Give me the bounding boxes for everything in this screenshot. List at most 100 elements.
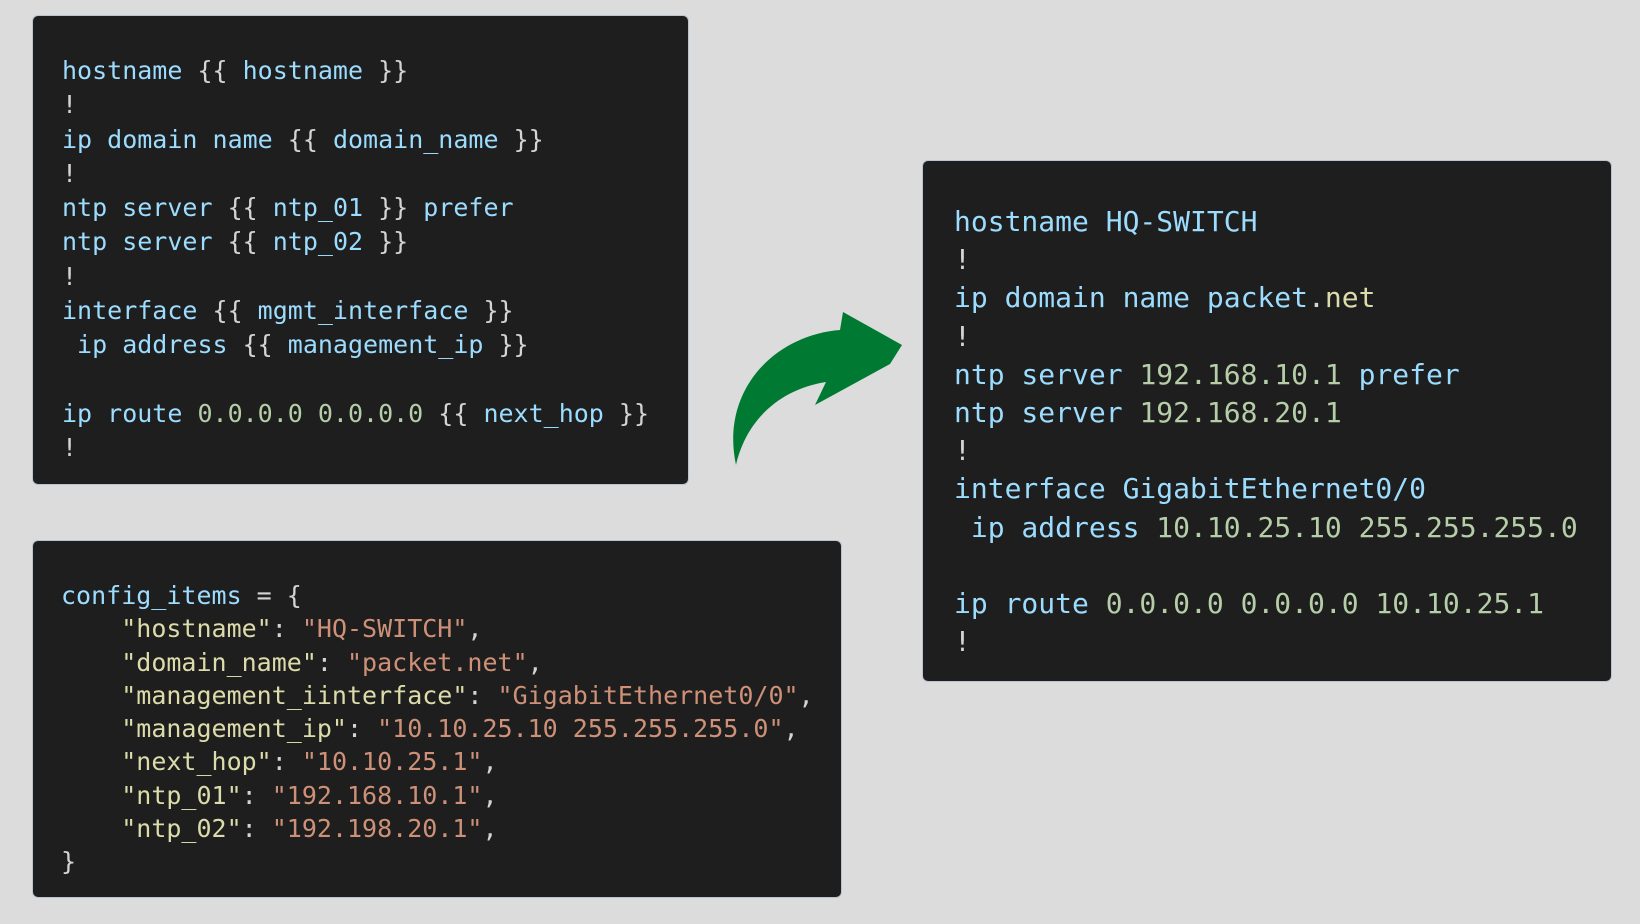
- code-token: mgmt_interface: [257, 296, 469, 326]
- code-token: prefer: [1341, 357, 1460, 391]
- code-token: ntp server: [954, 395, 1140, 429]
- code-token: 10.10.25.10 255.255.255.0: [1156, 510, 1578, 544]
- code-token: hostname: [62, 56, 198, 85]
- code-line: !: [954, 241, 1578, 279]
- code-token: {{: [227, 193, 273, 223]
- code-token: !: [62, 158, 78, 188]
- code-token: interface: [62, 296, 213, 326]
- code-token: }}: [363, 227, 409, 257]
- code-line: }: [61, 845, 814, 878]
- code-line: ip address {{ management_ip }}: [62, 328, 649, 362]
- code-line: hostname {{ hostname }}: [62, 54, 649, 88]
- code-token: "10.10.25.1": [301, 747, 483, 777]
- code-line: [954, 547, 1578, 585]
- code-token: "management_ip": [121, 714, 347, 744]
- code-token: :: [467, 680, 498, 710]
- code-token: config_items: [61, 581, 242, 610]
- code-token: management_ip: [287, 330, 484, 360]
- code-token: ntp_01: [272, 193, 364, 223]
- code-token: {{: [212, 296, 258, 326]
- code-line: ntp server 192.168.20.1: [954, 394, 1578, 432]
- code-token: "next_hop": [121, 747, 272, 777]
- code-line: "ntp_01": "192.168.10.1",: [61, 779, 814, 812]
- config-variables-panel: config_items = { "hostname": "HQ-SWITCH"…: [32, 540, 842, 898]
- code-token: !: [62, 90, 78, 120]
- code-line: "next_hop": "10.10.25.1",: [61, 745, 814, 778]
- code-token: ip address: [62, 330, 243, 360]
- template-code: hostname {{ hostname }}!ip domain name {…: [62, 54, 649, 466]
- code-token: !: [954, 243, 971, 277]
- code-line: "management_ip": "10.10.25.10 255.255.25…: [61, 712, 814, 745]
- jinja-template-panel: hostname {{ hostname }}!ip domain name {…: [32, 15, 689, 485]
- code-token: {{: [227, 227, 273, 257]
- code-token: 192.168.10.1: [1139, 357, 1342, 391]
- code-token: [61, 747, 121, 776]
- code-line: ip route 0.0.0.0 0.0.0.0 10.10.25.1: [954, 585, 1578, 623]
- curved-arrow-icon: [733, 312, 902, 465]
- code-line: ip domain name {{ domain_name }}: [62, 123, 649, 157]
- code-token: "hostname": [121, 614, 272, 644]
- code-token: :: [347, 714, 378, 744]
- code-line: !: [62, 157, 649, 191]
- code-token: !: [62, 433, 78, 463]
- code-token: [61, 781, 121, 810]
- code-token: }}: [363, 193, 424, 223]
- code-token: ip domain name: [62, 124, 288, 154]
- code-line: !: [62, 431, 649, 465]
- code-token: ntp server: [954, 357, 1140, 391]
- code-token: {{: [438, 398, 484, 428]
- code-token: ip address: [954, 510, 1157, 544]
- code-token: ip route: [62, 398, 198, 428]
- code-token: 0.0.0.0 0.0.0.0 10.10.25.1: [1105, 586, 1545, 620]
- code-token: [61, 681, 121, 710]
- code-token: }}: [363, 56, 409, 85]
- code-token: ,: [482, 747, 498, 777]
- code-token: "packet.net": [347, 647, 528, 677]
- code-token: "ntp_02": [121, 814, 242, 844]
- code-line: !: [954, 623, 1578, 661]
- arrow-body: [733, 312, 902, 465]
- code-token: :: [316, 647, 347, 677]
- code-line: !: [62, 88, 649, 122]
- code-line: ntp server 192.168.10.1 prefer: [954, 356, 1578, 394]
- code-line: interface GigabitEthernet0/0: [954, 470, 1578, 508]
- code-token: [61, 648, 121, 677]
- code-token: }}: [603, 398, 650, 428]
- code-token: ,: [482, 780, 498, 810]
- code-line: !: [954, 432, 1578, 470]
- code-line: hostname HQ-SWITCH: [954, 203, 1578, 241]
- code-token: :: [241, 780, 272, 810]
- code-token: :: [241, 814, 272, 844]
- code-line: "ntp_02": "192.198.20.1",: [61, 812, 814, 845]
- code-token: hostname HQ-SWITCH: [954, 205, 1258, 238]
- code-token: {{: [242, 330, 288, 360]
- code-token: 0.0.0.0 0.0.0.0: [197, 398, 439, 428]
- code-token: !: [954, 434, 971, 468]
- code-token: !: [954, 625, 971, 659]
- code-token: ip route: [954, 586, 1106, 620]
- variables-code: config_items = { "hostname": "HQ-SWITCH"…: [61, 579, 814, 879]
- code-token: }}: [468, 296, 514, 326]
- code-token: prefer: [423, 193, 514, 223]
- code-token: "management_iinterface": [121, 680, 468, 710]
- code-token: [61, 814, 121, 843]
- code-token: "10.10.25.10 255.255.255.0": [377, 714, 784, 744]
- code-token: :: [271, 614, 302, 644]
- code-token: ntp server: [62, 193, 228, 223]
- code-token: {{: [197, 56, 243, 85]
- code-token: "192.198.20.1": [271, 814, 483, 844]
- code-token: ,: [482, 814, 498, 844]
- code-token: :: [271, 747, 302, 777]
- code-token: !: [954, 319, 971, 353]
- code-token: = {: [241, 581, 302, 610]
- code-token: "HQ-SWITCH": [301, 614, 468, 644]
- code-token: .: [1308, 281, 1325, 315]
- code-token: }}: [483, 330, 529, 360]
- code-line: "hostname": "HQ-SWITCH",: [61, 612, 814, 645]
- code-line: ntp server {{ ntp_01 }} prefer: [62, 191, 649, 225]
- rendered-config-panel: hostname HQ-SWITCH!ip domain name packet…: [922, 160, 1612, 682]
- code-token: "192.168.10.1": [271, 780, 483, 810]
- code-line: ip domain name packet.net: [954, 279, 1578, 317]
- code-line: "management_iinterface": "GigabitEtherne…: [61, 679, 813, 712]
- code-line: "domain_name": "packet.net",: [61, 646, 814, 679]
